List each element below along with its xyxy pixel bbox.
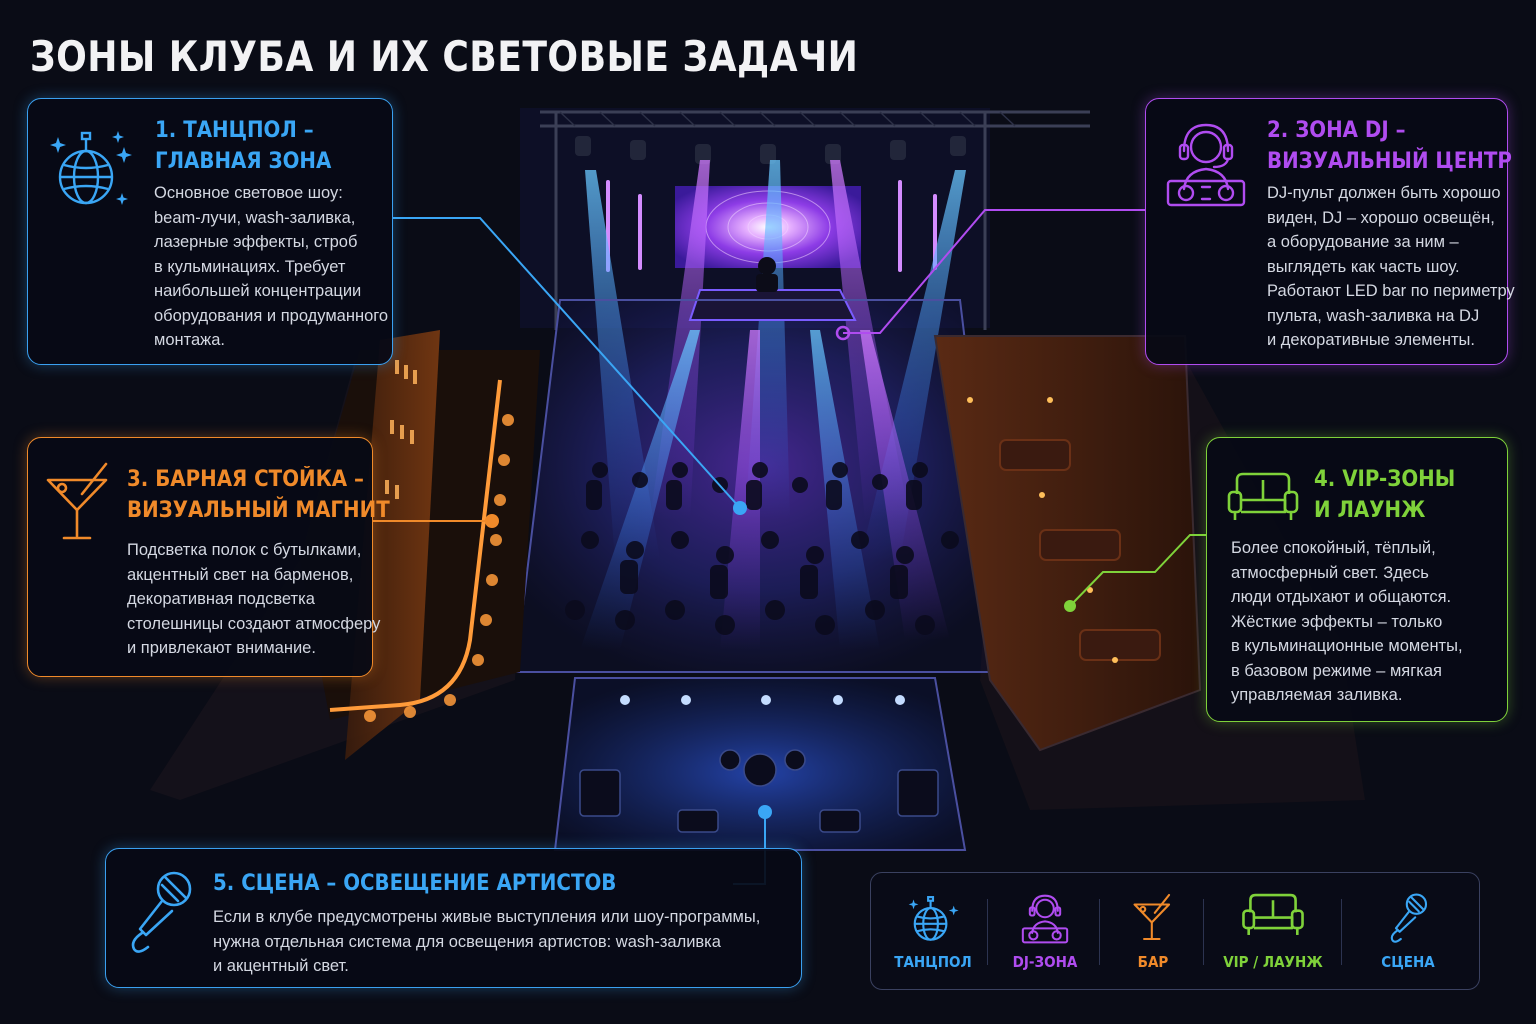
disco-ball-icon: [50, 131, 132, 205]
zone-card-vip: 4. VIP-ЗОНЫ И ЛАУНЖ Более спокойный, тёп…: [1206, 437, 1508, 722]
legend-item-vip: VIP / ЛАУНЖ: [1207, 873, 1339, 991]
zone-card-dj: 2. ЗОНА DJ – ВИЗУАЛЬНЫЙ ЦЕНТР DJ-пульт д…: [1145, 98, 1515, 365]
disco-ball-icon: [908, 896, 959, 941]
sofa-icon: [1242, 893, 1304, 935]
legend-label-stage: СЦЕНА: [1381, 953, 1435, 971]
zone-heading-dj: 2. ЗОНА DJ – ВИЗУАЛЬНЫЙ ЦЕНТР: [1267, 118, 1512, 174]
zone-text-vip: Более спокойный, тёплый, атмосферный све…: [1231, 539, 1463, 704]
legend-divider: [1099, 899, 1100, 965]
zone-heading-bar: 3. БАРНАЯ СТОЙКА – ВИЗУАЛЬНЫЙ МАГНИТ: [127, 467, 390, 523]
zone-text-stage: Если в клубе предусмотрены живые выступл…: [213, 908, 761, 975]
legend-divider: [1341, 899, 1342, 965]
zone-card-stage: 5. СЦЕНА – ОСВЕЩЕНИЕ АРТИСТОВ Если в клу…: [105, 848, 802, 988]
zone-text-bar: Подсветка полок с бутылками, акцентный с…: [127, 541, 381, 657]
zone-text-dancefloor: Основное световое шоу: beam-лучи, wash-з…: [154, 184, 389, 349]
legend-label-dancefloor: ТАНЦПОЛ: [894, 953, 972, 971]
legend-label-dj: DJ-ЗОНА: [1012, 953, 1078, 971]
legend: ТАНЦПОЛ DJ-ЗОНА БАР: [870, 872, 1480, 990]
legend-divider: [1203, 899, 1204, 965]
page-title: ЗОНЫ КЛУБА И ИХ СВЕТОВЫЕ ЗАДАЧИ: [30, 32, 859, 81]
legend-item-dancefloor: ТАНЦПОЛ: [879, 873, 987, 991]
zone-card-dancefloor: 1. ТАНЦПОЛ – ГЛАВНАЯ ЗОНА Основное свето…: [27, 98, 393, 365]
dj-headphones-icon: [1021, 894, 1069, 944]
zone-text-dj: DJ-пульт должен быть хорошо виден, DJ – …: [1267, 184, 1515, 349]
legend-item-bar: БАР: [1103, 873, 1203, 991]
zone-heading-dancefloor: 1. ТАНЦПОЛ – ГЛАВНАЯ ЗОНА: [155, 118, 332, 174]
legend-label-vip: VIP / ЛАУНЖ: [1223, 953, 1323, 971]
microphone-icon: [131, 871, 192, 953]
legend-label-bar: БАР: [1137, 953, 1169, 971]
legend-item-dj: DJ-ЗОНА: [991, 873, 1099, 991]
zone-heading-vip: 4. VIP-ЗОНЫ И ЛАУНЖ: [1314, 467, 1456, 523]
legend-item-stage: СЦЕНА: [1345, 873, 1471, 991]
zone-card-bar: 3. БАРНАЯ СТОЙКА – ВИЗУАЛЬНЫЙ МАГНИТ Под…: [27, 437, 390, 677]
dj-headphones-icon: [1166, 123, 1246, 207]
cocktail-icon: [1133, 893, 1171, 941]
zone-heading-stage: 5. СЦЕНА – ОСВЕЩЕНИЕ АРТИСТОВ: [213, 871, 617, 896]
sofa-icon: [1227, 472, 1299, 520]
cocktail-icon: [46, 462, 108, 540]
microphone-icon: [1390, 893, 1428, 943]
legend-divider: [987, 899, 988, 965]
